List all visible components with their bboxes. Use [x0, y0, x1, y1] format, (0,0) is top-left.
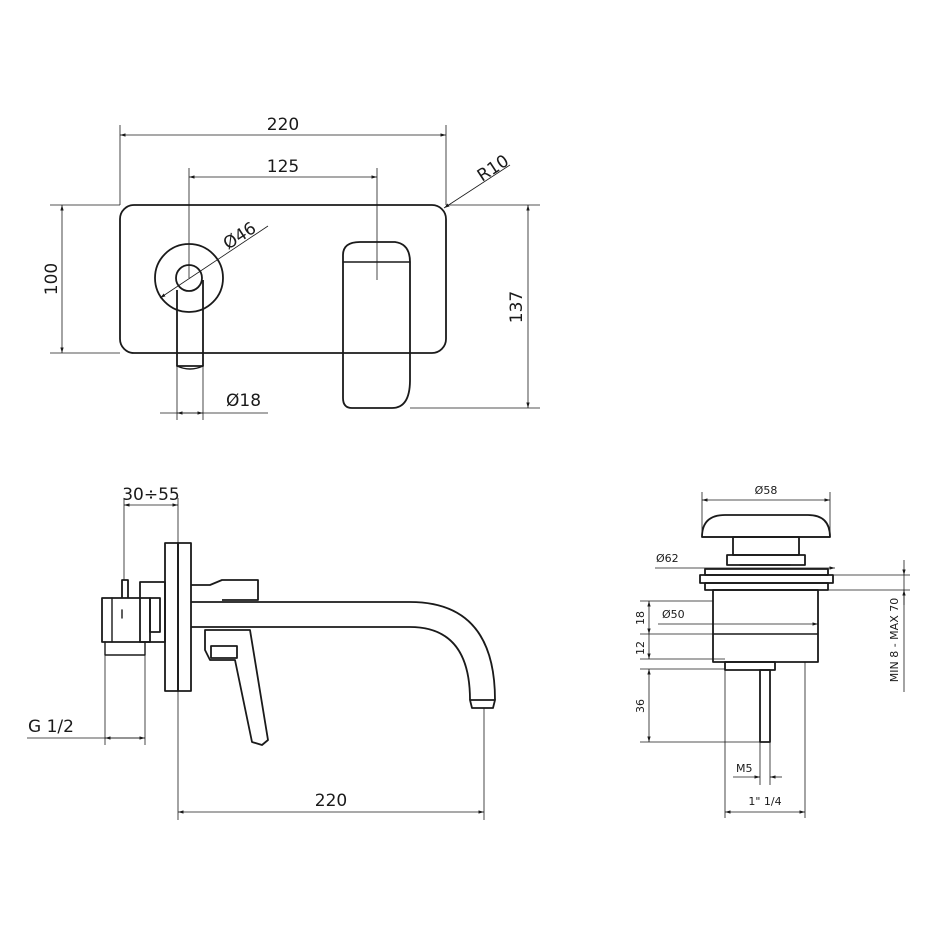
- dim-label-36: 36: [634, 699, 647, 713]
- dim-label-18: 18: [634, 611, 647, 625]
- dim-label-d18: Ø18: [226, 391, 261, 411]
- side-view: 30÷55 G 1/2 220: [27, 485, 496, 820]
- dim-label-d46: Ø46: [220, 218, 260, 254]
- spout-bottom: [191, 626, 471, 701]
- waste-collar: [726, 554, 806, 566]
- waste-view: Ø58 Ø62 Ø50 18 12 36 M5 1" 1/4: [634, 484, 910, 818]
- leader-d46: [159, 225, 269, 299]
- waste-stem: [732, 536, 800, 556]
- valve-nut: [149, 597, 161, 633]
- dim-label-30-55: 30÷55: [122, 485, 180, 505]
- waste-nut: [724, 661, 776, 671]
- dim-label-r10: R10: [474, 151, 513, 186]
- lever-tip: [176, 365, 204, 370]
- waste-cap: [701, 514, 831, 538]
- waste-flange: [699, 574, 834, 584]
- leader-r10: [443, 164, 511, 209]
- dim-label-d50: Ø50: [662, 608, 685, 621]
- side-plate: [164, 542, 179, 692]
- dim-label-min-max: MIN 8 - MAX 70: [888, 598, 901, 682]
- spout-top: [191, 601, 496, 701]
- valve-bottom: [104, 641, 146, 656]
- dim-label-137: 137: [507, 291, 527, 323]
- lever-handle: [176, 280, 204, 367]
- dim-label-m5: M5: [736, 762, 753, 775]
- wall-plate: [119, 204, 447, 354]
- valve-pin: [121, 579, 129, 598]
- spout-outlet: [469, 699, 496, 709]
- dim-label-125: 125: [267, 157, 299, 177]
- dim-label-g12: G 1/2: [28, 717, 74, 737]
- waste-body: [712, 589, 819, 663]
- dim-label-220-bottom: 220: [315, 791, 347, 811]
- dim-label-12: 12: [634, 641, 647, 655]
- waste-flange-bottom: [704, 582, 829, 591]
- dim-label-220-top: 220: [267, 115, 299, 135]
- front-view: 220 125 R10 Ø46 100 137 Ø18: [42, 115, 540, 420]
- dim-label-d62: Ø62: [656, 552, 679, 565]
- lever-top: [191, 579, 259, 601]
- spout-head: [342, 241, 411, 409]
- lever-joint: [210, 645, 238, 659]
- valve-body: [139, 581, 166, 643]
- dim-label-100: 100: [42, 263, 62, 295]
- dim-label-1-14: 1" 1/4: [748, 795, 781, 808]
- waste-pin: [759, 669, 771, 743]
- dim-label-d58: Ø58: [755, 484, 778, 497]
- lever-arm: [204, 629, 269, 746]
- side-plate-inner: [177, 542, 192, 692]
- valve-cartridge: [101, 597, 151, 643]
